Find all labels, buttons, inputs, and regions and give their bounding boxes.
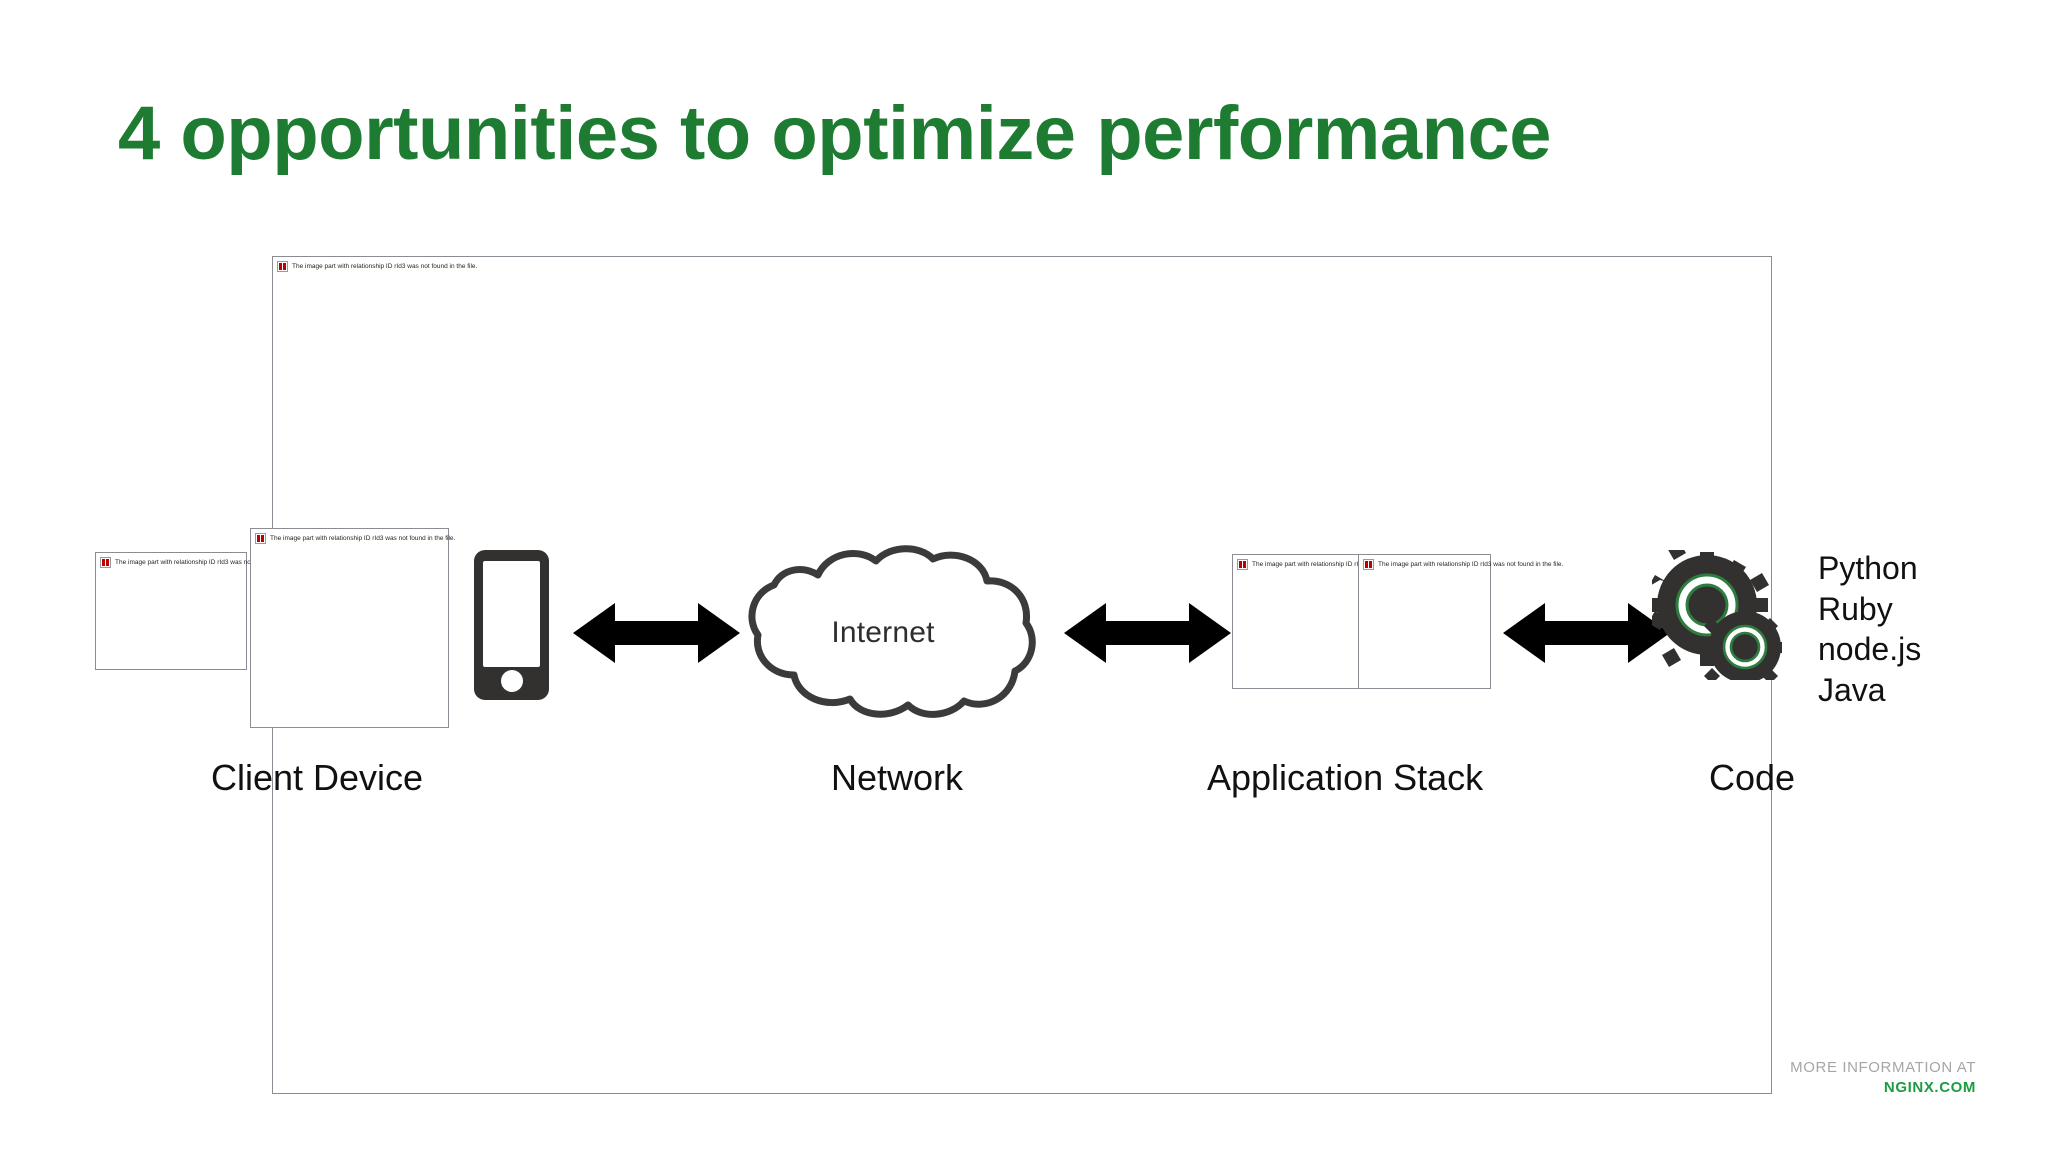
stage-label-code: Code [1709,757,1796,798]
placeholder-message: The image part with relationship ID rId3… [292,263,478,270]
placeholder-message: The image part with relationship ID rId3… [1252,561,1438,568]
double-arrow-icon-app-code [1503,601,1670,665]
double-arrow-icon-network-app [1064,601,1231,665]
diagram-outer-frame: The image part with relationship ID rId3… [272,256,1772,1094]
gears-icon [1652,550,1782,680]
placeholder-message: The image part with relationship ID rId3… [1378,561,1564,568]
smartphone-home-button [501,670,523,692]
page-title: 4 opportunities to optimize performance [118,91,1552,176]
gear-small [1704,606,1782,680]
language-item-0: Python [1818,550,1918,586]
placeholder-message: The image part with relationship ID rId3… [115,559,301,566]
placeholder-row: The image part with relationship ID rId3… [1363,559,1563,570]
broken-image-placeholder-app-right: The image part with relationship ID rId3… [1358,554,1563,689]
broken-image-placeholder-app-left: The image part with relationship ID rId3… [1232,554,1437,689]
double-arrow-icon-client-network [573,601,740,665]
placeholder-row: The image part with relationship ID rId3… [1237,559,1437,570]
broken-image-icon [255,533,266,544]
code-language-list: Python Ruby node.js Java [1818,548,1921,711]
language-item-3: Java [1818,671,1886,708]
language-item-2: node.js [1818,631,1922,668]
broken-image-icon [1237,559,1248,570]
placeholder-row: The image part with relationship ID rId3… [100,557,300,568]
cloud-icon: Internet [740,545,1040,720]
broken-image-placeholder-client-back: The image part with relationship ID rId3… [95,552,300,670]
broken-image-icon [100,557,111,568]
gear-large [1652,550,1769,667]
broken-image-icon [1363,559,1374,570]
broken-image-placeholder-client-front: The image part with relationship ID rId3… [250,528,455,728]
placeholder-row: The image part with relationship ID rId3… [277,261,477,272]
placeholder-row: The image part with relationship ID rId3… [255,533,455,544]
broken-image-icon [277,261,288,272]
footer-url[interactable]: NGINX.COM [1883,1079,1976,1097]
placeholder-message: The image part with relationship ID rId3… [270,535,456,542]
smartphone-screen [483,561,540,667]
smartphone-icon [474,550,549,700]
footer: MORE INFORMATION AT NGINX.COM [1790,1058,1976,1099]
stage-label-client-device: Client Device [211,757,424,798]
stage-label-network: Network [831,757,964,798]
cloud-label: Internet [831,615,935,649]
footer-more-information: MORE INFORMATION AT [1790,1059,1976,1076]
language-item-1: Ruby [1818,590,1893,627]
stage-label-application-stack: Application Stack [1207,757,1484,798]
